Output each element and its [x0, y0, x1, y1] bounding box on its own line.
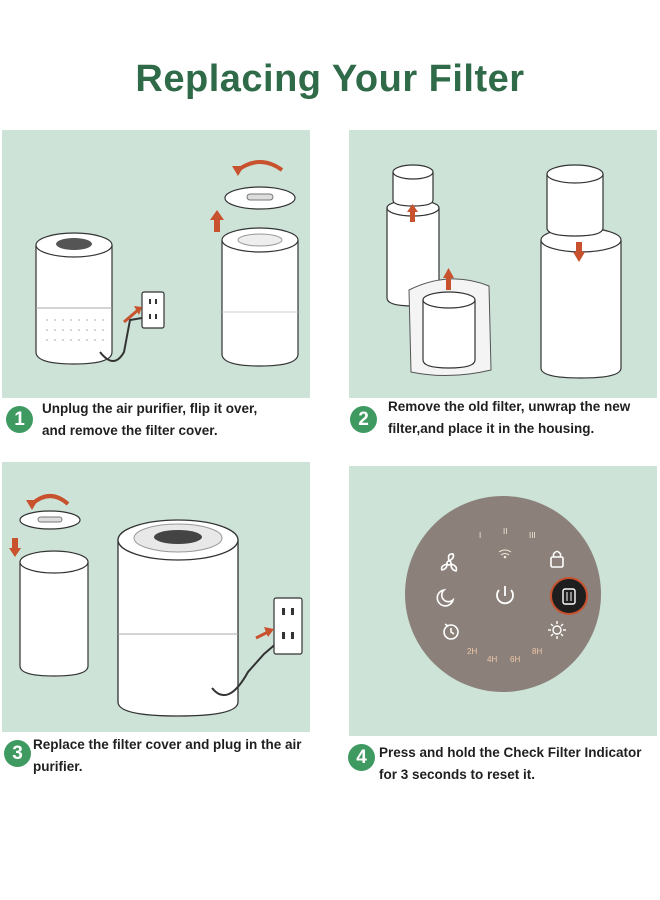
speed-label-2: II [503, 527, 507, 536]
step-1-instructions: Unplug the air purifier, flip it over, a… [42, 401, 258, 438]
fan-speed-icon [440, 553, 458, 572]
step-4-illustration: I II III [349, 466, 657, 736]
filter-replacement-illustration [386, 164, 622, 379]
page-title: Replacing Your Filter [135, 58, 525, 100]
step-2-badge: 2 [350, 406, 377, 433]
speed-label-3: III [529, 531, 536, 540]
step-3-badge: 3 [4, 740, 31, 767]
timer-label-8h: 8H [532, 647, 542, 656]
step-2-illustration [349, 130, 657, 398]
power-icon [496, 586, 514, 605]
step-3-illustration [2, 462, 310, 732]
timer-label-6h: 6H [510, 655, 520, 664]
control-panel [405, 496, 601, 692]
wall-outlet-icon [273, 597, 303, 655]
filter-cover-icon [224, 186, 296, 210]
step-3-instructions: Replace the filter cover and plug in the… [33, 737, 302, 774]
step-1-illustration [2, 130, 310, 398]
wall-outlet-icon [141, 291, 165, 329]
timer-label-2h: 2H [467, 647, 477, 656]
timer-label-4h: 4H [487, 655, 497, 664]
lock-icon [550, 550, 564, 568]
brightness-icon [548, 621, 566, 639]
air-purifier-icon [117, 519, 239, 717]
reassemble-plug-in-illustration [9, 494, 303, 717]
timer-icon [443, 623, 459, 640]
new-filter-icon [408, 278, 492, 377]
step-4-badge: 4 [348, 744, 375, 771]
sleep-mode-icon [436, 588, 455, 607]
old-filter-icon [392, 164, 434, 207]
check-filter-icon [550, 577, 588, 615]
air-purifier-icon [35, 232, 113, 365]
purifier-unplug-illustration [35, 160, 299, 367]
step-4-instructions: Press and hold the Check Filter Indicato… [379, 745, 642, 782]
control-panel-illustration: I II III [405, 496, 601, 692]
step-1-badge: 1 [6, 406, 33, 433]
step-2-instructions: Remove the old filter, unwrap the new fi… [388, 399, 631, 436]
speed-label-1: I [479, 531, 481, 540]
wifi-icon [498, 549, 512, 559]
